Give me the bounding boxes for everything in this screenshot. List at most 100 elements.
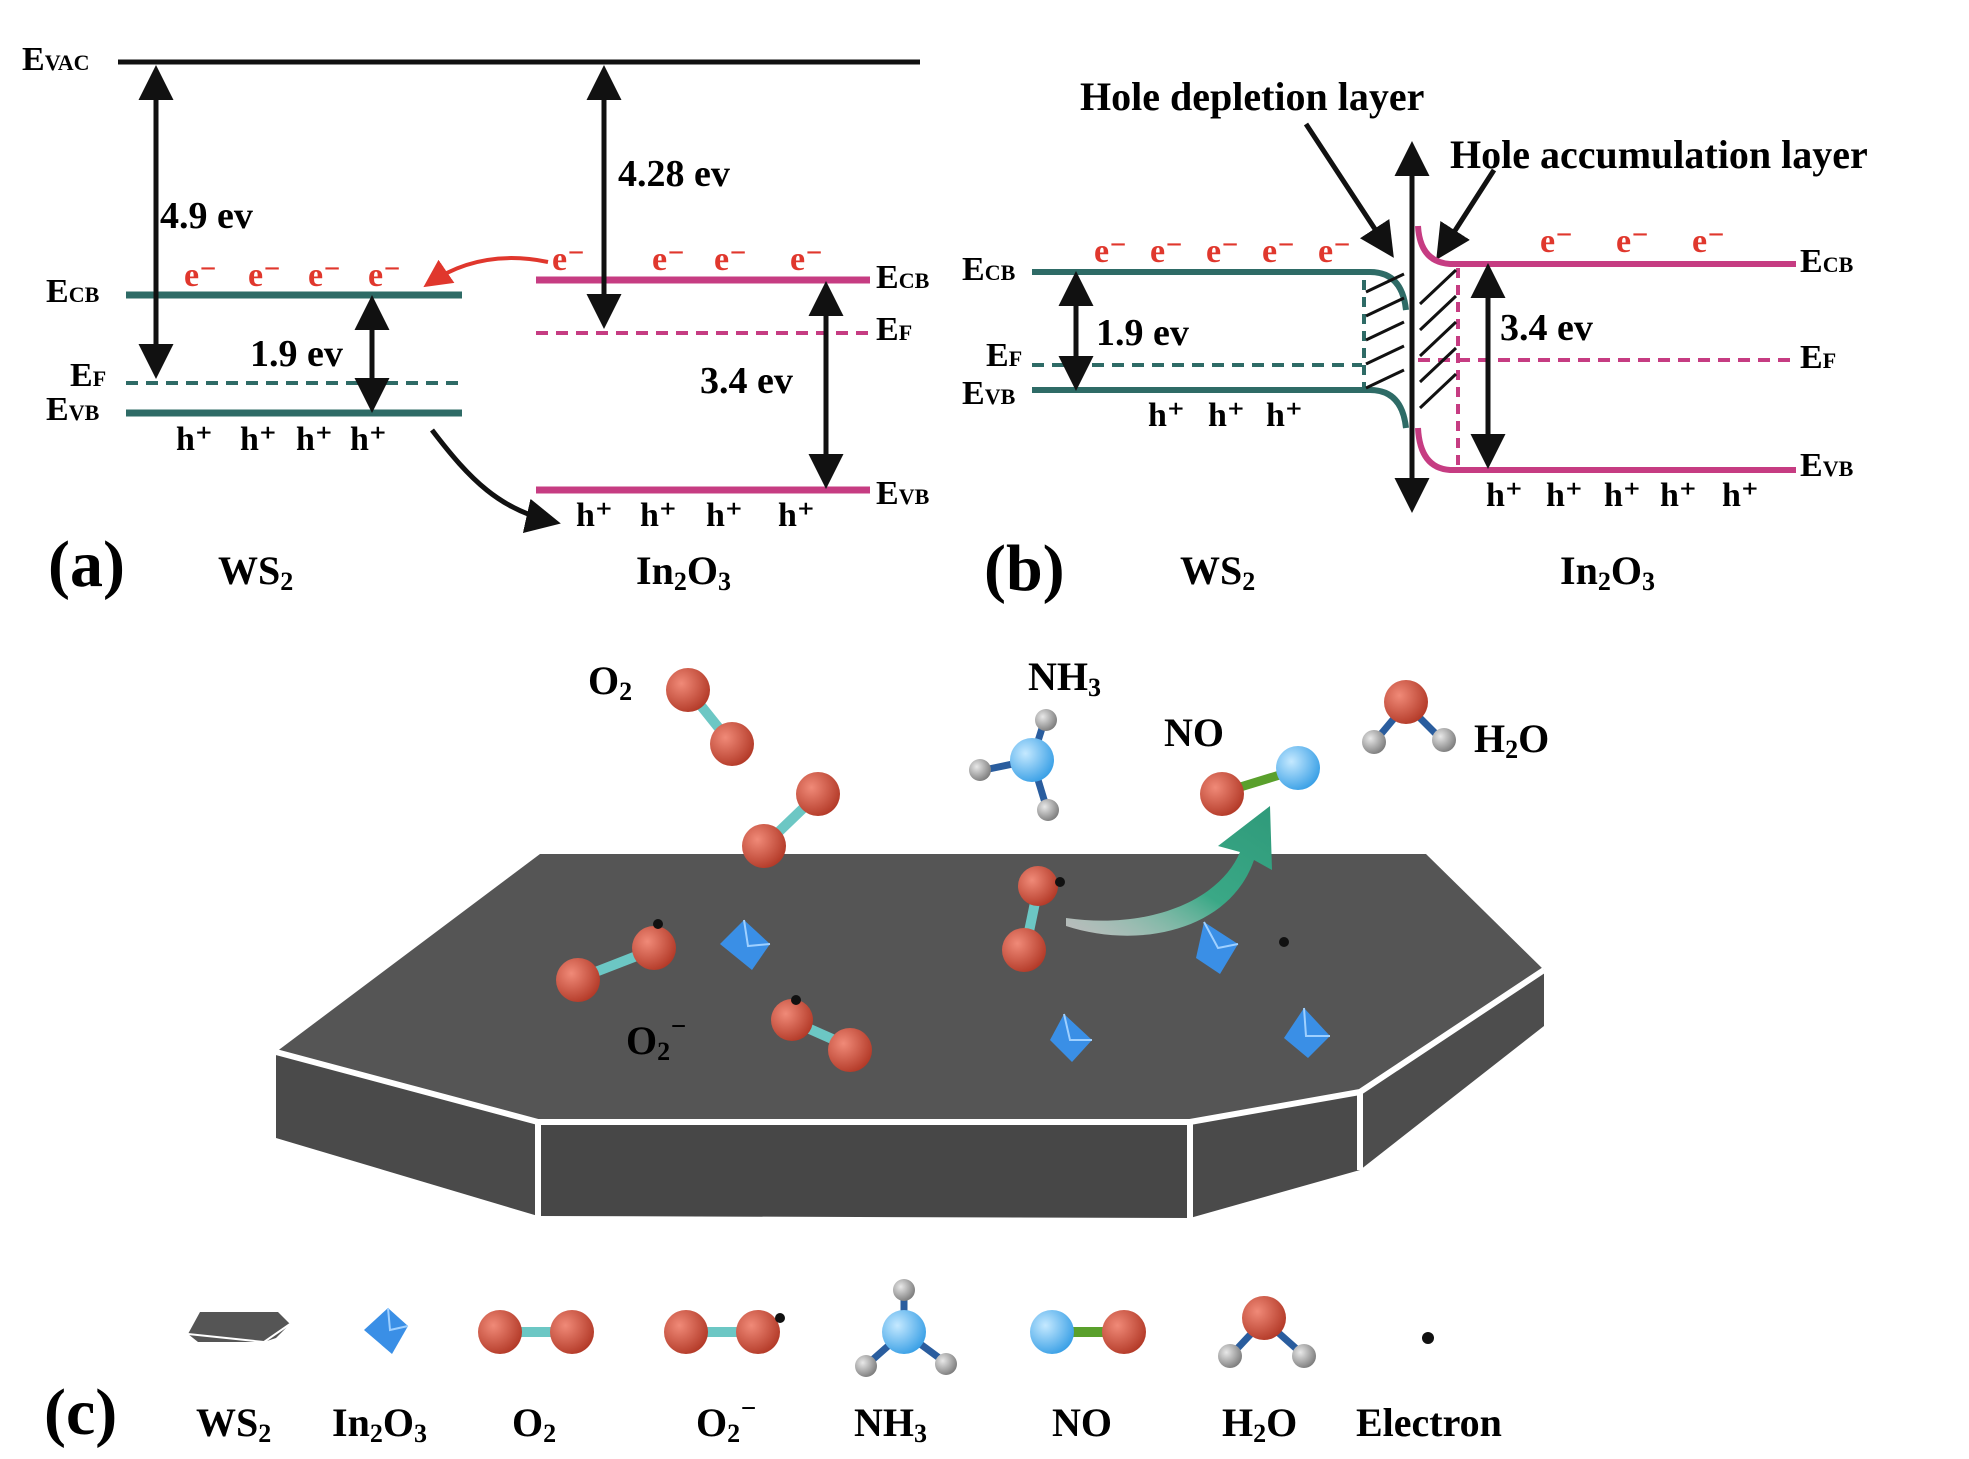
plate-side-front (538, 1122, 1190, 1218)
electron-label: e⁻ (248, 257, 281, 294)
in2o3-name-b: In2O3 (1560, 548, 1655, 596)
legend-no-icon (1030, 1310, 1146, 1354)
hole-label: h⁺ (240, 421, 277, 458)
ws2-cb-bent (1032, 269, 1409, 311)
panel-a-label: (a) (48, 528, 125, 601)
legend-o2-minus-label: O2⁻ (696, 1395, 757, 1448)
plate-side-left (276, 1052, 538, 1216)
legend-o2-minus-icon (664, 1310, 785, 1354)
legend-h2o-label: H2O (1222, 1400, 1297, 1448)
ws2-name-b: WS2 (1180, 548, 1255, 596)
in2o3-electrons: e⁻ e⁻ e⁻ e⁻ (552, 241, 823, 278)
h2o-molecule (1362, 680, 1456, 754)
accumulation-pointer-arrow (1436, 168, 1497, 260)
evac-label: EVAC (22, 41, 90, 78)
electron-label: e⁻ (368, 257, 401, 294)
ws2-ef-label-b: EF (986, 337, 1022, 374)
in2o3-evb-label-b: EVB (1800, 447, 1854, 484)
free-electron (1279, 937, 1289, 947)
electron-label: e⁻ (790, 241, 823, 278)
in2o3-electrons-b: e⁻ e⁻ e⁻ (1540, 223, 1725, 260)
depletion-pointer-arrow (1303, 122, 1394, 258)
hole-label: h⁺ (296, 421, 333, 458)
hole-depletion-label: Hole depletion layer (1080, 74, 1424, 119)
panel-c-label: (c) (44, 1376, 117, 1449)
ws2-work-function-label: 4.9 ev (160, 195, 253, 237)
panel-b-label: (b) (984, 532, 1065, 605)
electron-label: e⁻ (714, 241, 747, 278)
legend: WS2 In2O3 O2 O2⁻ NH3 NO H2O Electron (187, 1279, 1502, 1448)
electron-label: e⁻ (1540, 223, 1573, 260)
hole-label: h⁺ (640, 497, 677, 534)
ws2-name: WS2 (218, 548, 293, 596)
legend-o2-label: O2 (512, 1400, 556, 1448)
hole-label: h⁺ (1546, 477, 1583, 514)
in2o3-ef-label-b: EF (1800, 339, 1836, 376)
in2o3-crystal (1284, 1007, 1330, 1058)
legend-nh3-label: NH3 (854, 1400, 927, 1448)
o2-molecule (666, 668, 754, 766)
electron-transfer-arrow (423, 256, 549, 288)
legend-h2o-icon (1218, 1296, 1316, 1368)
electron-label: e⁻ (1616, 223, 1649, 260)
hole-label: h⁺ (778, 497, 815, 534)
electron-label: e⁻ (652, 241, 685, 278)
nh3-gas-label: NH3 (1028, 654, 1101, 702)
hole-label: h⁺ (1208, 397, 1245, 434)
hole-label: h⁺ (1486, 477, 1523, 514)
ws2-gap-label-b: 1.9 ev (1096, 312, 1189, 354)
ws2-evb-label-b: EVB (962, 375, 1016, 412)
adsorbed-o2-minus (771, 995, 872, 1072)
ws2-gap-label: 1.9 ev (250, 333, 343, 375)
panel-b: Hole depletion layer Hole accumulation l… (962, 74, 1868, 605)
nh3-molecule (969, 709, 1059, 821)
reaction-arrow (1066, 806, 1272, 936)
in2o3-vb-bent (1415, 427, 1796, 473)
o2-gas-label: O2 (588, 658, 632, 706)
in2o3-gap-label: 3.4 ev (700, 360, 793, 402)
legend-in2o3-label: In2O3 (332, 1400, 427, 1448)
ws2-ecb-label-b: ECB (962, 251, 1016, 288)
in2o3-crystal (1050, 1013, 1092, 1062)
ws2-ecb-label: ECB (46, 273, 100, 310)
electron-label: e⁻ (1150, 233, 1183, 270)
legend-ws2-label: WS2 (196, 1400, 271, 1448)
h2o-gas-label: H2O (1474, 716, 1549, 764)
o2-minus-surface-label: O2⁻ (626, 1013, 687, 1066)
in2o3-holes: h⁺ h⁺ h⁺ h⁺ (576, 497, 815, 534)
no-molecule (1200, 746, 1320, 816)
electron-label: e⁻ (184, 257, 217, 294)
ws2-vb-bent (1032, 387, 1409, 429)
in2o3-cb-bent (1415, 225, 1796, 267)
hole-label: h⁺ (1660, 477, 1697, 514)
electron-label: e⁻ (1692, 223, 1725, 260)
in2o3-crystal (1196, 921, 1239, 974)
hole-label: h⁺ (1266, 397, 1303, 434)
ws2-evb-label: EVB (46, 391, 100, 428)
electron-label: e⁻ (308, 257, 341, 294)
adsorbed-o2-minus (1002, 866, 1065, 972)
in2o3-evb-label: EVB (876, 475, 930, 512)
legend-electron-icon (1422, 1332, 1434, 1344)
in2o3-ecb-label-b: ECB (1800, 243, 1854, 280)
hole-label: h⁺ (176, 421, 213, 458)
hole-transfer-arrow (430, 428, 561, 533)
electron-label: e⁻ (552, 241, 585, 278)
o2-molecule (742, 772, 840, 868)
hole-label: h⁺ (1604, 477, 1641, 514)
in2o3-holes-b: h⁺ h⁺ h⁺ h⁺ h⁺ (1486, 477, 1759, 514)
plate-side-right-front (1190, 1092, 1360, 1218)
legend-o2-icon (478, 1310, 594, 1354)
space-charge-hatch (1365, 268, 1458, 410)
electron-label: e⁻ (1262, 233, 1295, 270)
in2o3-work-function-label: 4.28 ev (618, 153, 730, 195)
legend-in2o3-icon (364, 1307, 409, 1354)
hole-label: h⁺ (1722, 477, 1759, 514)
plate-side-right (1360, 970, 1544, 1170)
ws2-holes: h⁺ h⁺ h⁺ h⁺ (176, 421, 387, 458)
legend-electron-label: Electron (1356, 1400, 1502, 1445)
ws2-holes-b: h⁺ h⁺ h⁺ (1148, 397, 1303, 434)
in2o3-name: In2O3 (636, 548, 731, 596)
